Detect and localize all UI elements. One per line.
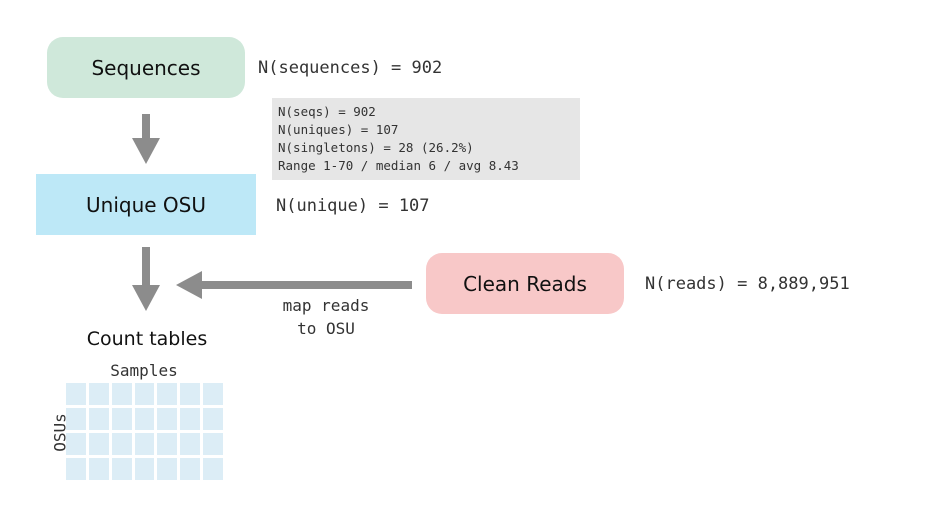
count-tables-title: Count tables: [86, 328, 208, 350]
arrow-unique-to-count: [132, 247, 160, 311]
grid-cell: [66, 383, 86, 405]
unique-osu-node: Unique OSU: [36, 174, 256, 235]
grid-cell: [180, 408, 201, 430]
map-label-line: to OSU: [297, 319, 355, 338]
grid-cell: [111, 383, 132, 405]
unique-osu-node-label: Unique OSU: [86, 192, 206, 217]
grid-cell: [157, 408, 178, 430]
grid-cell: [111, 458, 132, 480]
arrow-sequences-to-unique: [132, 114, 160, 164]
grid-cell: [111, 433, 132, 455]
grid-cell: [203, 383, 223, 405]
grid-cell: [88, 408, 109, 430]
unique-count-label: N(unique) = 107: [276, 196, 430, 216]
grid-cell: [203, 433, 223, 455]
grid-cell: [88, 433, 109, 455]
arrow-reads-to-count: [176, 271, 412, 299]
stats-box: N(seqs) = 902 N(uniques) = 107 N(singlet…: [272, 98, 580, 180]
stats-line: N(uniques) = 107: [278, 122, 399, 137]
grid-cell: [88, 458, 109, 480]
grid-cell: [157, 458, 178, 480]
grid-cell: [203, 458, 223, 480]
grid-cell: [180, 383, 201, 405]
sequences-node-label: Sequences: [91, 55, 201, 80]
grid-cell: [203, 408, 223, 430]
grid-cell: [66, 433, 86, 455]
clean-reads-node-label: Clean Reads: [463, 271, 587, 296]
grid-cell: [134, 433, 155, 455]
grid-cell: [180, 458, 201, 480]
stats-line: Range 1-70 / median 6 / avg 8.43: [278, 158, 519, 173]
grid-cell: [134, 408, 155, 430]
grid-cell: [111, 408, 132, 430]
reads-count-label: N(reads) = 8,889,951: [645, 274, 850, 294]
grid-cell: [66, 458, 86, 480]
samples-axis-label: Samples: [110, 361, 178, 380]
map-label-line: map reads: [282, 296, 370, 315]
grid-cell: [134, 383, 155, 405]
grid-cell: [180, 433, 201, 455]
grid-cell: [88, 383, 109, 405]
stats-line: N(seqs) = 902: [278, 104, 376, 119]
clean-reads-node: Clean Reads: [426, 253, 624, 314]
grid-cell: [66, 408, 86, 430]
count-table-grid: [66, 383, 223, 480]
map-reads-label: map reads to OSU: [262, 294, 390, 340]
grid-cell: [157, 433, 178, 455]
grid-cell: [134, 458, 155, 480]
sequences-count-label: N(sequences) = 902: [258, 58, 443, 78]
grid-cell: [157, 383, 178, 405]
sequences-node: Sequences: [47, 37, 245, 98]
stats-line: N(singletons) = 28 (26.2%): [278, 140, 474, 155]
